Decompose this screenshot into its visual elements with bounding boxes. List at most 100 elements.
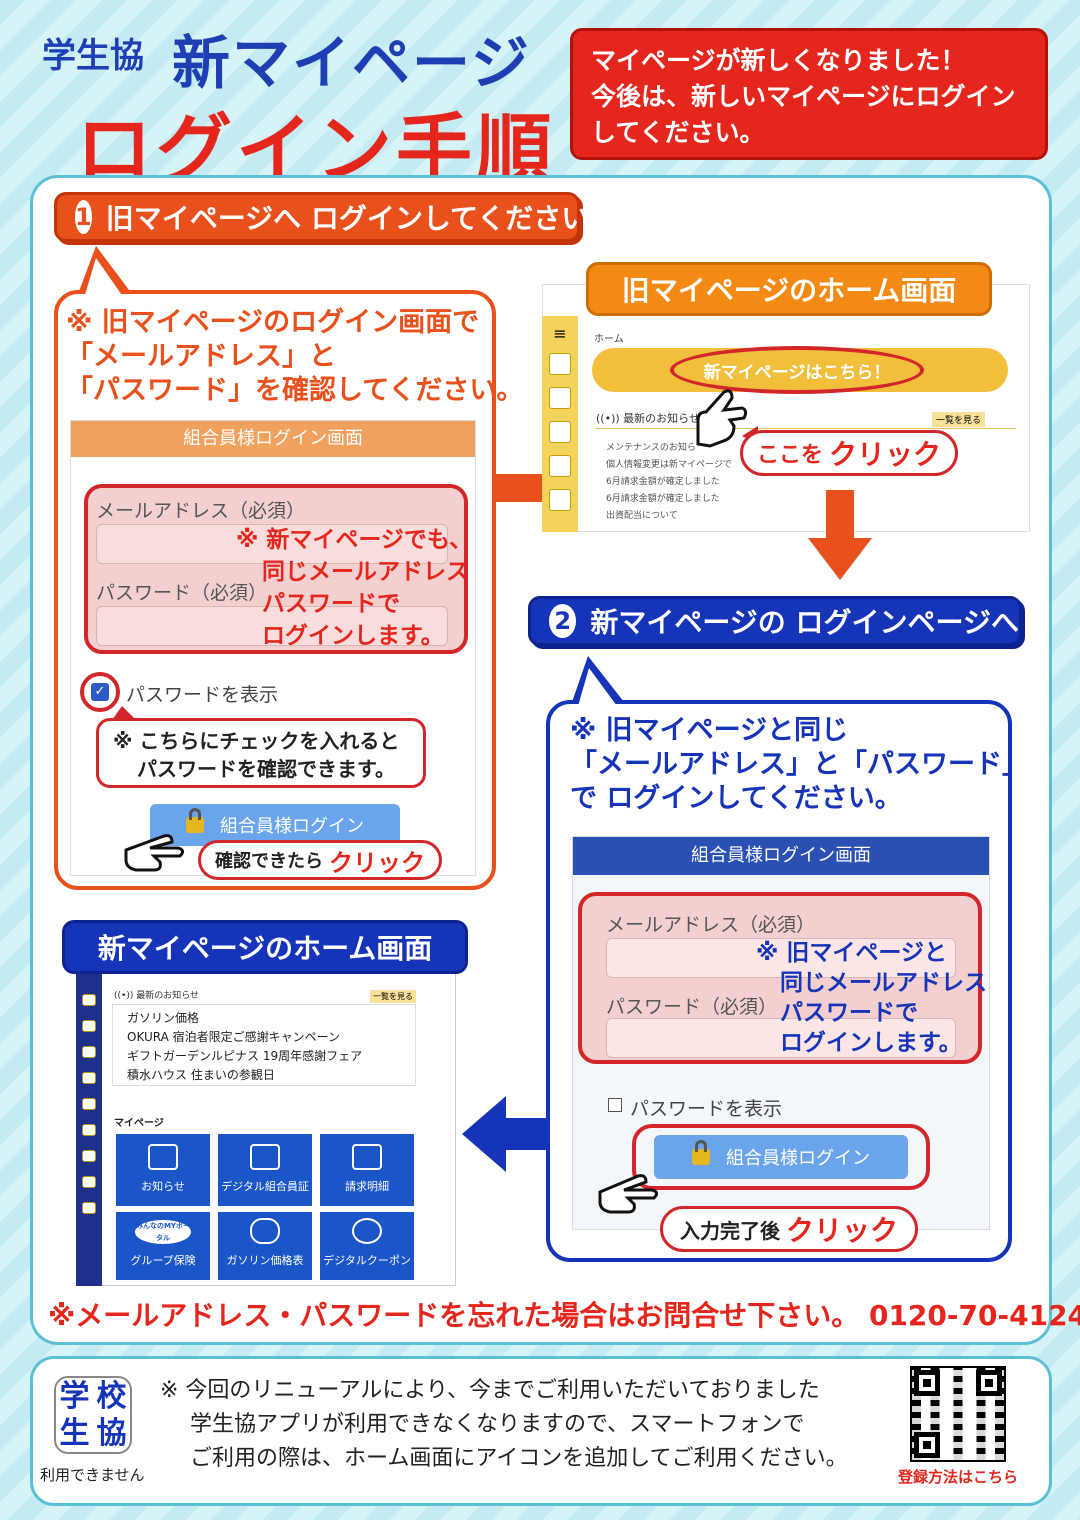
home-icon[interactable] xyxy=(549,353,571,375)
old-home-news-title: ((•)) 最新のお知らせ xyxy=(596,412,700,425)
news-item[interactable]: 個人情報変更は新マイページで xyxy=(606,460,732,470)
signal-icon[interactable] xyxy=(82,1020,96,1032)
coop-app-logo: 学 校 生 協 xyxy=(54,1376,132,1454)
left-arrow-icon xyxy=(462,1096,550,1172)
new-home-list-button[interactable]: 一覧を見る xyxy=(370,990,416,1003)
confirm-click-callout: 確認できたら クリック xyxy=(198,840,442,880)
old-home-news-list: メンテナンスのお知ら 個人情報変更は新マイページで 6月請求金額が確定しました … xyxy=(606,440,732,525)
old-email-field[interactable] xyxy=(96,524,448,564)
renewal-notice: マイページが新しくなりました！ 今後は、新しいマイページにログイン してください… xyxy=(570,28,1048,160)
car-icon xyxy=(250,1218,280,1244)
tile-label: デジタルクーポン xyxy=(323,1254,411,1267)
news-item[interactable]: メンテナンスのお知ら xyxy=(606,443,696,453)
input-done-click-callout: 入力完了後 クリック xyxy=(660,1206,918,1252)
pointing-hand-icon xyxy=(696,389,748,448)
phone-icon[interactable] xyxy=(82,1098,96,1110)
logo-char: 協 xyxy=(96,1416,127,1451)
tile-digital-coupon[interactable]: デジタルクーポン xyxy=(320,1212,414,1280)
new-mypage-banner-label[interactable]: 新マイページはこちら！ xyxy=(670,346,924,394)
news-item[interactable]: OKURA 宿泊者限定ご感謝キャンペーン xyxy=(127,1030,341,1044)
new-show-password-checkbox[interactable] xyxy=(608,1098,622,1112)
old-login-button-label: 組合員様ログイン xyxy=(220,816,364,837)
note-line: ※ 旧マイページのログイン画面で xyxy=(66,307,480,338)
tile-digital-card[interactable]: デジタル組合員証 xyxy=(218,1134,312,1206)
news-title-text: 最新のお知らせ xyxy=(136,991,200,1001)
menu-icon[interactable]: ≡ xyxy=(553,324,567,343)
overlay-line: ※ 旧マイページと xyxy=(756,940,947,966)
card-icon xyxy=(250,1144,280,1170)
overlay-line: ログインします。 xyxy=(780,1030,962,1056)
click-word: クリック xyxy=(829,438,942,471)
old-password-field[interactable] xyxy=(96,606,448,646)
signal-icon[interactable] xyxy=(549,387,571,409)
check-note: ※ こちらにチェックを入れると パスワードを確認できます。 xyxy=(96,718,426,788)
footer-panel xyxy=(30,1356,1052,1506)
mail-icon[interactable] xyxy=(549,489,571,511)
pointing-hand-icon xyxy=(598,1174,659,1214)
new-login-button[interactable]: 組合員様ログイン xyxy=(654,1135,908,1179)
click-prefix: ここを xyxy=(756,443,823,468)
qr-finder xyxy=(976,1370,1002,1396)
new-password-field[interactable] xyxy=(606,1018,956,1058)
news-item[interactable]: 出資配当について xyxy=(606,511,678,521)
click-word: クリック xyxy=(329,848,425,877)
step2-heading: 2 新マイページの ログインページへ xyxy=(528,596,1022,646)
overlay-line: 同じメールアドレス xyxy=(262,559,469,585)
tile-group-insurance[interactable]: みんなのMYポータル グループ保険 xyxy=(116,1212,210,1280)
calendar-icon[interactable] xyxy=(82,1150,96,1162)
step1-heading: 1 旧マイページへ ログインしてください xyxy=(54,192,589,242)
news-item[interactable]: 積水ハウス 住まいの参観日 xyxy=(127,1068,275,1082)
note-line: 「パスワード」を確認してください。 xyxy=(66,375,524,406)
car-icon[interactable] xyxy=(82,1124,96,1136)
tile-label: デジタル組合員証 xyxy=(221,1180,309,1193)
settings-icon[interactable] xyxy=(82,1202,96,1214)
old-home-list-button[interactable]: 一覧を見る xyxy=(932,412,986,427)
lock-icon xyxy=(692,1140,710,1165)
check-note-line: ※ こちらにチェックを入れると xyxy=(113,729,400,753)
tile-gas-price[interactable]: ガソリン価格表 xyxy=(218,1212,312,1280)
document-icon[interactable] xyxy=(549,455,571,477)
news-item[interactable]: 6月請求金額が確定しました xyxy=(606,477,720,487)
bill-icon[interactable] xyxy=(549,421,571,443)
old-overlay-note: ※ 新マイページでも、 同じメールアドレス パスワードで ログインします。 xyxy=(236,524,472,652)
note-line: で ログインしてください。 xyxy=(570,783,902,814)
lock-icon xyxy=(186,808,204,833)
bill-icon[interactable] xyxy=(82,1072,96,1084)
step2-label: 新マイページの ログインページへ xyxy=(590,606,1019,639)
new-home-sidebar xyxy=(76,974,102,1286)
click-prefix: 入力完了後 xyxy=(679,1218,780,1243)
new-email-field[interactable] xyxy=(606,938,956,978)
step1-number: 1 xyxy=(75,200,92,234)
bill-icon xyxy=(352,1144,382,1170)
footer-text: ※ 今回のリニューアルにより、今までご利用いただいておりました 学生協アプリが利… xyxy=(160,1374,848,1476)
page-title-line1: 新マイページ xyxy=(172,29,531,97)
tile-bill[interactable]: 請求明細 xyxy=(320,1134,414,1206)
old-home-breadcrumb: ホーム xyxy=(594,334,624,345)
qr-finder xyxy=(914,1370,940,1396)
tile-news[interactable]: お知らせ xyxy=(116,1134,210,1206)
tile-label: お知らせ xyxy=(141,1180,185,1193)
here-click-callout: ここを クリック xyxy=(740,430,958,476)
show-password-checkbox[interactable]: ✓ xyxy=(91,683,109,701)
forgot-credentials-warning: ※メールアドレス・パスワードを忘れた場合はお問合せ下さい。 0120-70-41… xyxy=(48,1299,1080,1332)
overlay-line: ※ 新マイページでも、 xyxy=(236,527,473,553)
card-icon[interactable] xyxy=(82,1046,96,1058)
qr-finder xyxy=(914,1432,940,1458)
home-icon[interactable] xyxy=(82,994,96,1006)
step1-note: ※ 旧マイページのログイン画面で 「メールアドレス」と 「パスワード」を確認して… xyxy=(66,306,523,408)
news-item[interactable]: 6月請求金額が確定しました xyxy=(606,494,720,504)
old-home-heading: 旧マイページのホーム画面 xyxy=(586,262,992,316)
news-item[interactable]: ガソリン価格 xyxy=(127,1011,200,1025)
new-password-label: パスワード（必須） xyxy=(606,996,778,1018)
bubble-tail-fill xyxy=(84,258,124,298)
news-item[interactable]: ギフトガーデンルピナス 19周年感謝フェア xyxy=(127,1049,363,1063)
footer-line: ※ 今回のリニューアルにより、今までご利用いただいておりました xyxy=(160,1378,820,1403)
qr-caption[interactable]: 登録方法はこちら xyxy=(898,1468,1019,1486)
old-email-label: メールアドレス（必須） xyxy=(96,500,306,522)
link-icon[interactable] xyxy=(82,1176,96,1188)
signal-icon xyxy=(148,1144,178,1170)
old-login-button[interactable]: 組合員様ログイン xyxy=(150,804,400,846)
footer-line: 学生協アプリが利用できなくなりますので、スマートフォンで xyxy=(190,1412,805,1437)
new-show-password-label: パスワードを表示 xyxy=(630,1098,783,1120)
qr-code[interactable] xyxy=(910,1366,1006,1462)
